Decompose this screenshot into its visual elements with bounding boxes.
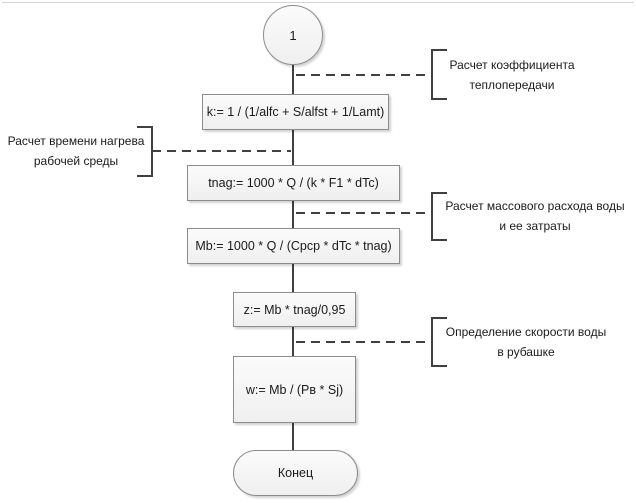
top-border-line <box>2 2 634 3</box>
annotation-line: теплопередачи <box>469 78 555 92</box>
annotation-bracket-4 <box>431 317 447 367</box>
process-step-z[interactable]: z:= Mb * tnag/0,95 <box>233 292 356 327</box>
annotation-note-4: Определение скорости воды в рубашке <box>440 322 612 362</box>
connector-label: 1 <box>289 27 297 43</box>
annotation-line: в рубашке <box>497 345 555 359</box>
annotation-note-1: Расчет коэффициента теплопередачи <box>442 55 582 95</box>
process-step-mb[interactable]: Mb:= 1000 * Q / (Cpcp * dTc * tnag) <box>187 228 400 264</box>
terminal-end[interactable]: Конец <box>233 450 358 496</box>
annotation-line: Расчет времени нагрева <box>7 134 145 148</box>
process-step-k[interactable]: k:= 1 / (1/alfc + S/alfst + 1/Lamt) <box>202 94 389 130</box>
annotation-note-2: Расчет времени нагрева рабочей среды <box>2 131 150 171</box>
annotation-bracket-1 <box>431 49 447 100</box>
annotation-note-3: Расчет массового расхода воды и ее затра… <box>440 196 630 236</box>
process-step-text: tnag:= 1000 * Q / (k * F1 * dTc) <box>208 176 379 190</box>
annotation-line: Расчет коэффициента <box>449 58 575 72</box>
process-step-tnag[interactable]: tnag:= 1000 * Q / (k * F1 * dTc) <box>187 165 400 201</box>
annotation-line: рабочей среды <box>33 154 119 168</box>
annotation-line: Расчет массового расхода воды <box>445 199 625 213</box>
process-step-text: w:= Mb / (Pв * Sj) <box>245 382 344 397</box>
process-step-text: Mb:= 1000 * Q / (Cpcp * dTc * tnag) <box>195 239 392 253</box>
process-step-text: z:= Mb * tnag/0,95 <box>243 302 346 317</box>
connector-node[interactable]: 1 <box>263 5 323 65</box>
annotation-line: и ее затраты <box>499 219 571 233</box>
process-step-text: k:= 1 / (1/alfc + S/alfst + 1/Lamt) <box>206 105 385 119</box>
process-step-w[interactable]: w:= Mb / (Pв * Sj) <box>233 356 356 423</box>
terminal-label: Конец <box>277 466 314 480</box>
annotation-bracket-3 <box>431 192 447 241</box>
annotation-line: Определение скорости воды <box>445 325 607 339</box>
annotation-bracket-2 <box>137 126 153 177</box>
